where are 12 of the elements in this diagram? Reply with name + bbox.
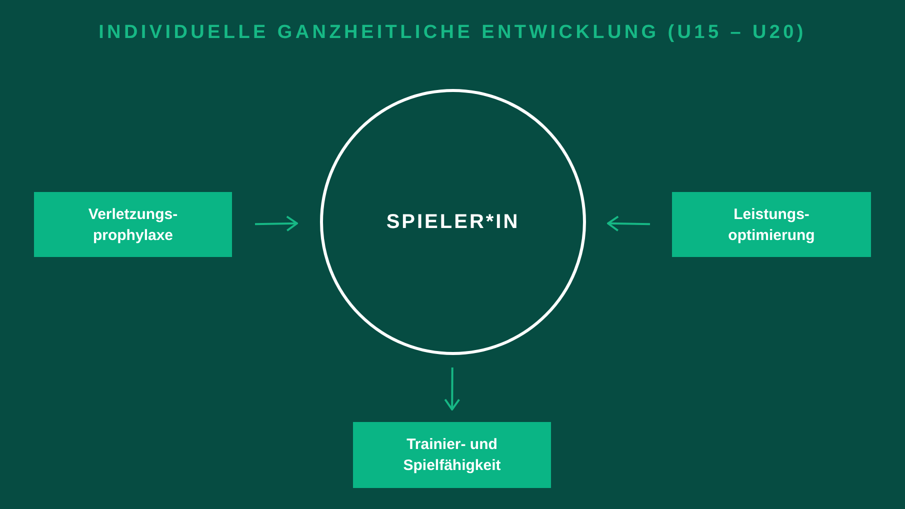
- node-label: Leistungs- optimierung: [727, 204, 816, 246]
- arrow: [254, 216, 298, 232]
- arrow: [607, 216, 650, 232]
- node-label: Verletzungs- prophylaxe: [87, 204, 179, 246]
- arrow: [444, 368, 460, 410]
- process-box: [353, 422, 551, 488]
- node-label: SPIELER*IN: [386, 210, 520, 234]
- process-box: [34, 192, 232, 257]
- process-box: [672, 192, 871, 257]
- title: INDIVIDUELLE GANZHEITLICHE ENTWICKLUNG (U15 – U20): [98, 22, 808, 44]
- node-label: Trainier- und Spielfähigkeit: [402, 435, 502, 476]
- circle-node: [320, 89, 586, 355]
